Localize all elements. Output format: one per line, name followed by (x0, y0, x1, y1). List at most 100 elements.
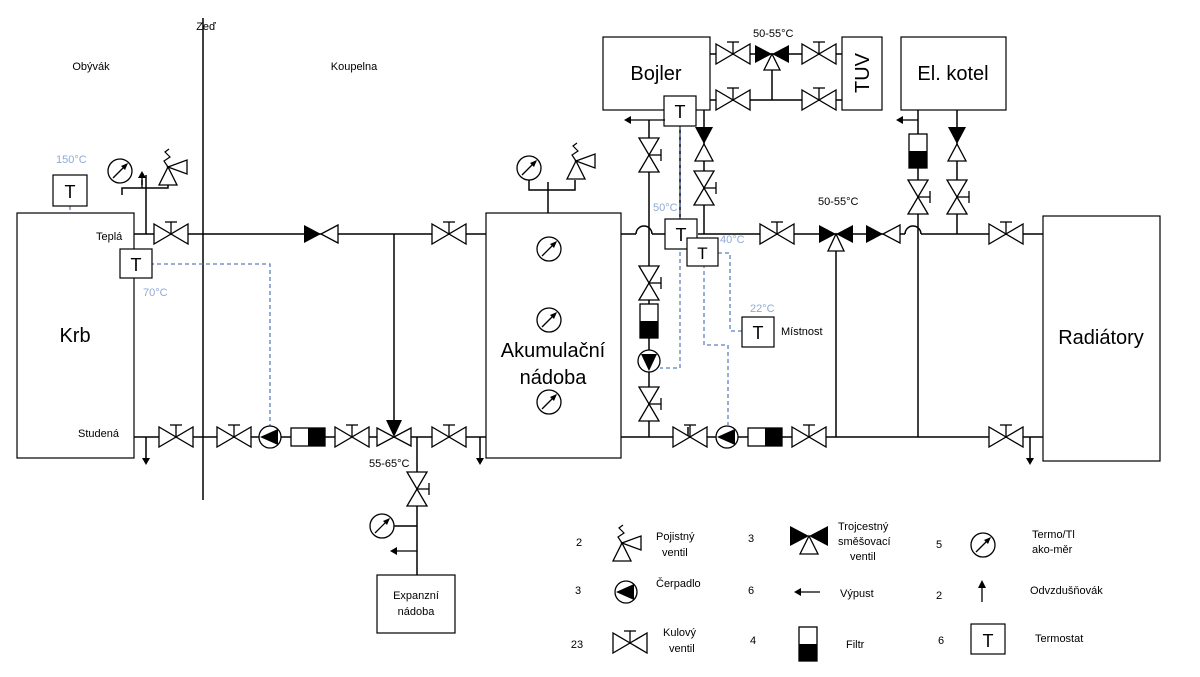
gauge-icon (516, 155, 542, 181)
temp-krb-limit: 150°C (56, 154, 87, 166)
fireplace-box: Krb (16, 212, 135, 459)
drain-arrow-icon (624, 116, 665, 124)
legend-count: 6 (938, 635, 944, 647)
hot-water-box: TUV (841, 36, 883, 111)
ball-valve-icon (715, 41, 751, 65)
hot-label: Teplá (96, 231, 123, 243)
filter-icon (639, 303, 659, 339)
thermostat-icon: T (52, 174, 88, 207)
ball-valve-icon (334, 424, 370, 448)
temp-tank-top: 50°C (653, 202, 678, 214)
drain-arrow-icon (390, 547, 417, 555)
temp-tank-mid: 40°C (720, 234, 745, 246)
gauge-icon (536, 389, 562, 415)
thermostats: T T T T T T (52, 95, 775, 348)
legend-label: Termostat (1035, 633, 1083, 645)
svg-text:T: T (65, 182, 76, 202)
check-valve-icon (693, 127, 715, 162)
ball-valve-icon (946, 179, 970, 215)
ball-valve-icon (406, 471, 430, 507)
safety-valve-icon (612, 524, 642, 562)
gauge-icon (369, 513, 395, 539)
drain-arrows (142, 116, 1034, 555)
temperature-labels: 150°C 70°C 50-55°C 50-55°C 50°C 40°C 22°… (56, 28, 859, 470)
three-way-valve-icon (376, 419, 412, 447)
expansion-label-line1: Expanzní (393, 590, 439, 602)
temp-krb-mixing: 55-65°C (369, 458, 410, 470)
svg-text:T: T (983, 631, 994, 651)
check-valve-icon (303, 224, 339, 244)
living-room-label: Obývák (72, 61, 110, 73)
room-label: Místnost (781, 326, 823, 338)
temp-mixing-valve: 50-55°C (818, 196, 859, 208)
expansion-tank-box: Expanzní nádoba (376, 574, 456, 634)
ball-valve-icon (801, 41, 837, 65)
ball-valve-icon (431, 221, 467, 245)
boiler-box: Bojler (602, 36, 711, 111)
legend-label: ventil (662, 547, 688, 559)
legend-label: Výpust (840, 588, 874, 600)
gauge-icon (107, 158, 133, 184)
three-way-valve-icon (818, 224, 854, 252)
filter-icon (908, 133, 928, 169)
ball-valve-icon (715, 87, 751, 111)
legend-count: 23 (571, 639, 583, 651)
pump-icon (637, 349, 661, 373)
gauge-icon (970, 532, 996, 558)
drain-arrow-icon (1026, 458, 1034, 465)
boiler-label: Bojler (630, 63, 681, 85)
ball-valve-icon (759, 221, 795, 245)
radiators-label: Radiátory (1058, 327, 1144, 349)
ball-valve-icon (988, 424, 1024, 448)
legend-count: 2 (576, 537, 582, 549)
drain-arrow-icon (896, 116, 918, 124)
air-vent-icon (138, 171, 146, 188)
ball-valve-icon (638, 386, 662, 422)
three-way-valve-icon (790, 526, 828, 555)
legend: 2 Pojistný ventil 3 Čerpadlo 23 Kulový v… (571, 521, 1103, 662)
legend-count: 4 (750, 635, 756, 647)
legend-count: 2 (936, 590, 942, 602)
drain-arrow-icon (476, 458, 484, 465)
electric-boiler-label: El. kotel (917, 63, 988, 85)
tank-label-line1: Akumulační (501, 340, 606, 362)
legend-label: Filtr (846, 639, 865, 651)
ball-valve-icon (988, 221, 1024, 245)
ball-valve-icon (158, 424, 194, 448)
safety-valve-icon (566, 142, 596, 180)
legend-count: 5 (936, 539, 942, 551)
thermostat-icon: T (663, 95, 697, 127)
svg-text:T: T (697, 244, 707, 263)
svg-text:T: T (753, 323, 764, 343)
temp-room: 22°C (750, 303, 775, 315)
legend-label: Pojistný (656, 531, 695, 543)
svg-text:T: T (131, 255, 142, 275)
legend-label: ako-měr (1032, 544, 1073, 556)
ball-valve-icon (672, 424, 708, 448)
temp-krb-return: 70°C (143, 287, 168, 299)
legend-label: Trojcestný (838, 521, 889, 533)
filter-icon (798, 626, 818, 662)
legend-label: Kulový (663, 627, 697, 639)
ball-valve-icon (216, 424, 252, 448)
legend-label: Čerpadlo (656, 577, 701, 590)
temp-boiler-valve: 50-55°C (753, 28, 794, 40)
drain-arrow-icon (794, 588, 820, 596)
pump-icon (715, 425, 739, 449)
hot-water-label: TUV (852, 52, 874, 93)
legend-count: 3 (748, 533, 754, 545)
expansion-label-line2: nádoba (398, 606, 436, 618)
bathroom-label: Koupelna (331, 61, 378, 73)
ball-valve-icon (638, 137, 662, 173)
radiators-box: Radiátory (1042, 215, 1161, 462)
three-way-valve-icon (755, 45, 789, 71)
filter-icon (747, 427, 783, 447)
thermostat-icon: T (741, 316, 775, 348)
gauge-icon (536, 307, 562, 333)
thermostat-icon: T (119, 248, 153, 279)
ball-valve-icon (907, 179, 931, 215)
gauge-icon (536, 236, 562, 262)
ball-valve-icon (431, 424, 467, 448)
wall-label: Zeď (196, 21, 216, 33)
